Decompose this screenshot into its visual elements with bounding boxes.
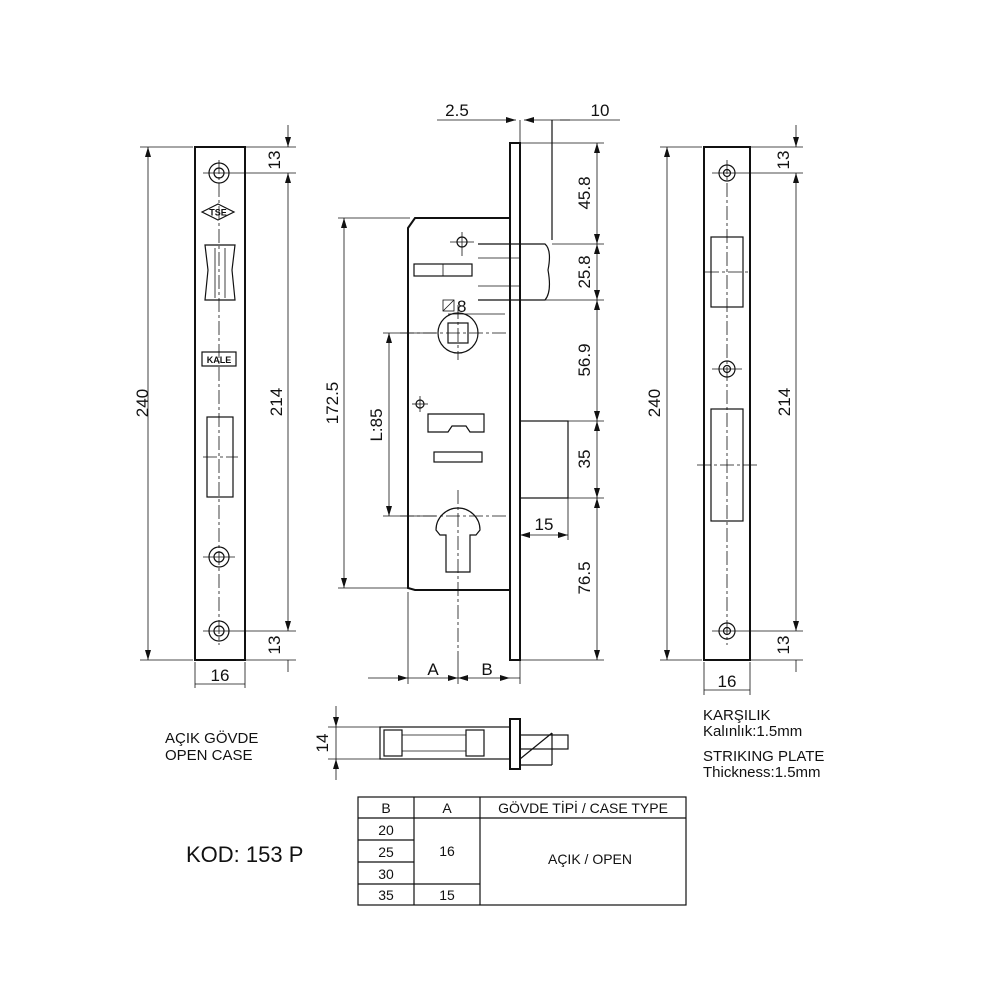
table-a-16: 16 [439,843,455,859]
open-case-title-tr: AÇIK GÖVDE [165,729,258,747]
striking-title-tr: KARŞILIK [703,707,771,724]
striking-plate-labels: KARŞILIK Kalınlık:1.5mm STRIKING PLATE T… [703,707,824,781]
square-dim: 8 [442,297,505,316]
open-case-title-en: OPEN CASE [165,747,253,764]
dim-14: 14 [313,734,332,753]
dim-214-left: 214 [267,388,286,416]
table-header-a: A [442,800,452,816]
dim-214-right: 214 [775,388,794,416]
dim-l85: L:85 [367,408,386,441]
svg-text:TSE: TSE [209,208,227,218]
svg-text:8: 8 [457,297,466,316]
table-b-35: 35 [378,887,394,903]
table-b-20: 20 [378,822,394,838]
dim-13-right-bottom: 13 [774,636,793,655]
product-code: KOD: 153 P [186,842,303,867]
dim-25-8: 25.8 [575,255,594,288]
table-case-type: AÇIK / OPEN [548,851,632,867]
spec-table: B A GÖVDE TİPİ / CASE TYPE 20 25 30 35 1… [357,796,687,906]
label-a: A [427,660,439,679]
dim-240-right: 240 [645,389,664,417]
dim-16-left: 16 [211,666,230,685]
table-b-25: 25 [378,844,394,860]
table-header-b: B [381,800,390,816]
dim-45-8: 45.8 [575,176,594,209]
dim-240-left: 240 [133,389,152,417]
label-b: B [481,660,492,679]
dim-76-5: 76.5 [575,561,594,594]
dim-13-left-bottom: 13 [265,636,284,655]
striking-thickness-tr: Kalınlık:1.5mm [703,723,802,740]
dim-15: 15 [535,515,554,534]
left-plate-dimensions: 240 214 13 13 16 [133,125,296,688]
lock-body: 8 [400,120,604,661]
dim-16-right: 16 [718,672,737,691]
dim-2-5: 2.5 [445,101,469,120]
dim-56-9: 56.9 [575,343,594,376]
table-b-30: 30 [378,866,394,882]
striking-thickness-en: Thickness:1.5mm [703,764,821,781]
table-header-case: GÖVDE TİPİ / CASE TYPE [498,799,668,816]
dim-13-right-top: 13 [774,151,793,170]
front-view-dimensions: 2.5 10 45.8 25.8 56.9 35 76.5 172.5 [323,101,620,684]
table-a-15: 15 [439,887,455,903]
svg-text:KALE: KALE [207,355,232,365]
dim-13-left-top: 13 [265,151,284,170]
left-faceplate: TSE KALE [194,146,246,661]
tse-logo: TSE [200,203,236,221]
right-plate-dimensions: 240 214 13 13 16 [645,125,803,695]
side-view: 14 AÇIK GÖVDE OPEN CASE [165,706,569,780]
striking-title-en: STRIKING PLATE [703,748,824,765]
dim-172-5: 172.5 [323,382,342,425]
striking-plate [697,146,757,661]
dim-35: 35 [575,450,594,469]
dim-10: 10 [591,101,610,120]
